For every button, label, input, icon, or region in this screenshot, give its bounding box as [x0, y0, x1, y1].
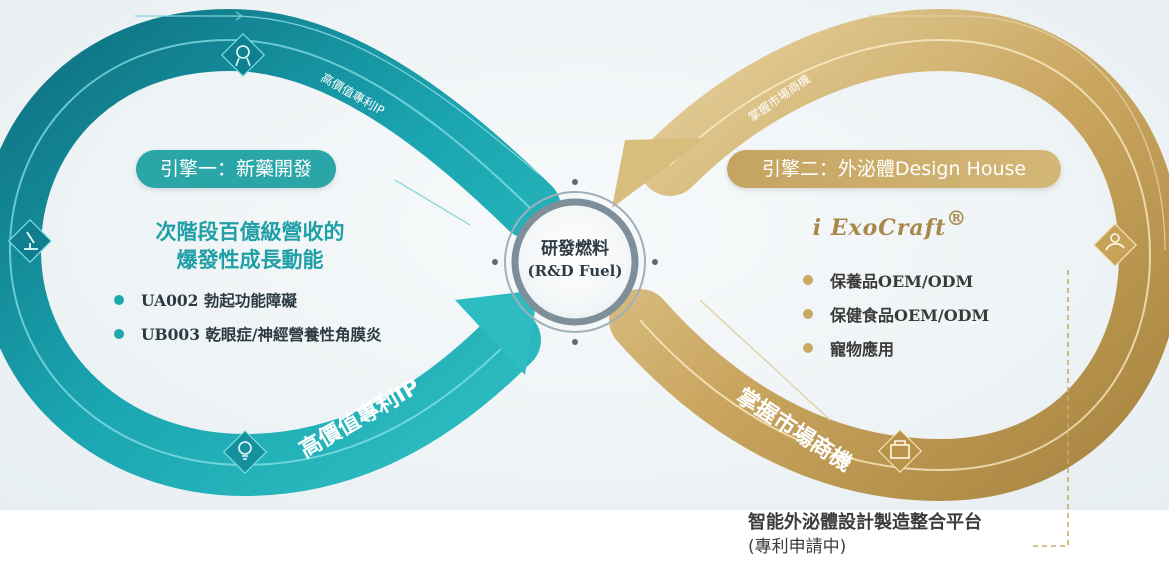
- gold-guide-line-inner: [699, 299, 831, 421]
- platform-note: 智能外泌體設計製造整合平台 (專利申請中): [748, 510, 1038, 560]
- note-leader-line: [1030, 270, 1069, 547]
- growth-heading-line2: 爆發性成長動能: [176, 248, 324, 272]
- core-label: 研發燃料: [541, 239, 609, 259]
- list-item: 寵物應用: [803, 331, 989, 365]
- gold-guide-line: [870, 15, 1166, 251]
- engine-two-badge: 引擎二：外泌體Design House: [727, 150, 1061, 188]
- teal-guide-line-inner: [394, 179, 471, 226]
- list-item: UB003 乾眼症/神經營養性角膜炎: [114, 317, 382, 351]
- rd-fuel-core: 研發燃料 (R&D Fuel): [510, 210, 640, 320]
- bullet-dot: [114, 295, 124, 305]
- bullet-dot: [803, 343, 813, 353]
- platform-note-status: (專利申請中): [748, 537, 847, 557]
- teal-loop-glow: [8, 38, 531, 467]
- growth-heading-line1: 次階段百億級營收的: [155, 220, 345, 244]
- award-ribbon-icon: [220, 32, 266, 78]
- microscope-icon: [7, 218, 53, 264]
- bullet-dot: [803, 309, 813, 319]
- lightbulb-icon: [222, 429, 268, 475]
- core-sublabel: (R&D Fuel): [527, 262, 623, 280]
- gold-arrow-head: [612, 138, 705, 208]
- pet-carrier-icon: [877, 428, 923, 474]
- arrow-chevron-icon: [959, 11, 968, 21]
- engine-one-badge: 引擎一：新藥開發: [136, 150, 336, 188]
- list-item: UA002 勃起功能障礙: [114, 283, 382, 317]
- gold-loop-band: [609, 8, 1169, 502]
- list-item: 保養品OEM/ODM: [803, 263, 989, 297]
- bullet-dot: [803, 275, 813, 285]
- drug-pipeline-list: UA002 勃起功能障礙 UB003 乾眼症/神經營養性角膜炎: [114, 283, 382, 351]
- arrow-chevron-icon: [235, 11, 244, 21]
- core-ring: [511, 198, 639, 326]
- core-outer-ring: [504, 191, 646, 333]
- teal-arrow-head: [455, 290, 538, 375]
- brand-name: i ExoCraft®: [812, 206, 968, 241]
- registered-mark: ®: [946, 206, 968, 230]
- application-list: 保養品OEM/ODM 保健食品OEM/ODM 寵物應用: [803, 263, 989, 365]
- gold-loop-glow: [639, 38, 1152, 472]
- teal-guide-line: [135, 15, 541, 176]
- bullet-dot: [114, 329, 124, 339]
- platform-note-title: 智能外泌體設計製造整合平台: [748, 512, 982, 533]
- list-item: 保健食品OEM/ODM: [803, 297, 989, 331]
- growth-heading: 次階段百億級營收的 爆發性成長動能: [120, 218, 380, 274]
- hand-care-icon: [1092, 222, 1138, 268]
